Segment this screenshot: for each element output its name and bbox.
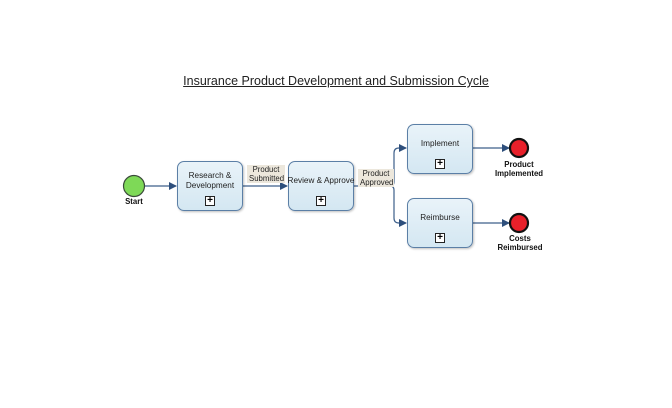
task-research-development[interactable]: Research & Development + [177,161,243,211]
subprocess-expand-icon[interactable]: + [205,196,215,206]
diagram-title: Insurance Product Development and Submis… [183,74,489,88]
task-label: Implement [420,139,460,148]
end-event-reimbursed[interactable] [508,212,530,234]
end-event-implemented[interactable] [508,137,530,159]
start-event[interactable] [122,174,146,198]
flow-review-reimburse [389,185,407,227]
task-implement[interactable]: Implement + [407,124,473,174]
task-label: Review & Approve [287,176,355,185]
end-event-reimbursed-label: Costs Reimbursed [497,234,543,252]
subprocess-expand-icon[interactable]: + [316,196,326,206]
task-label: Research & Development [185,171,235,190]
task-label: Reimburse [420,213,460,222]
subprocess-expand-icon[interactable]: + [435,159,445,169]
end-event-implemented-label: Product Implemented [494,160,544,178]
flow-label-product-submitted: Product Submitted [247,165,285,183]
task-review-approve[interactable]: Review & Approve + [288,161,354,211]
task-reimburse[interactable]: Reimburse + [407,198,473,248]
start-event-label: Start [125,197,143,206]
subprocess-expand-icon[interactable]: + [435,233,445,243]
flow-label-product-approved: Product Approved [358,169,394,187]
